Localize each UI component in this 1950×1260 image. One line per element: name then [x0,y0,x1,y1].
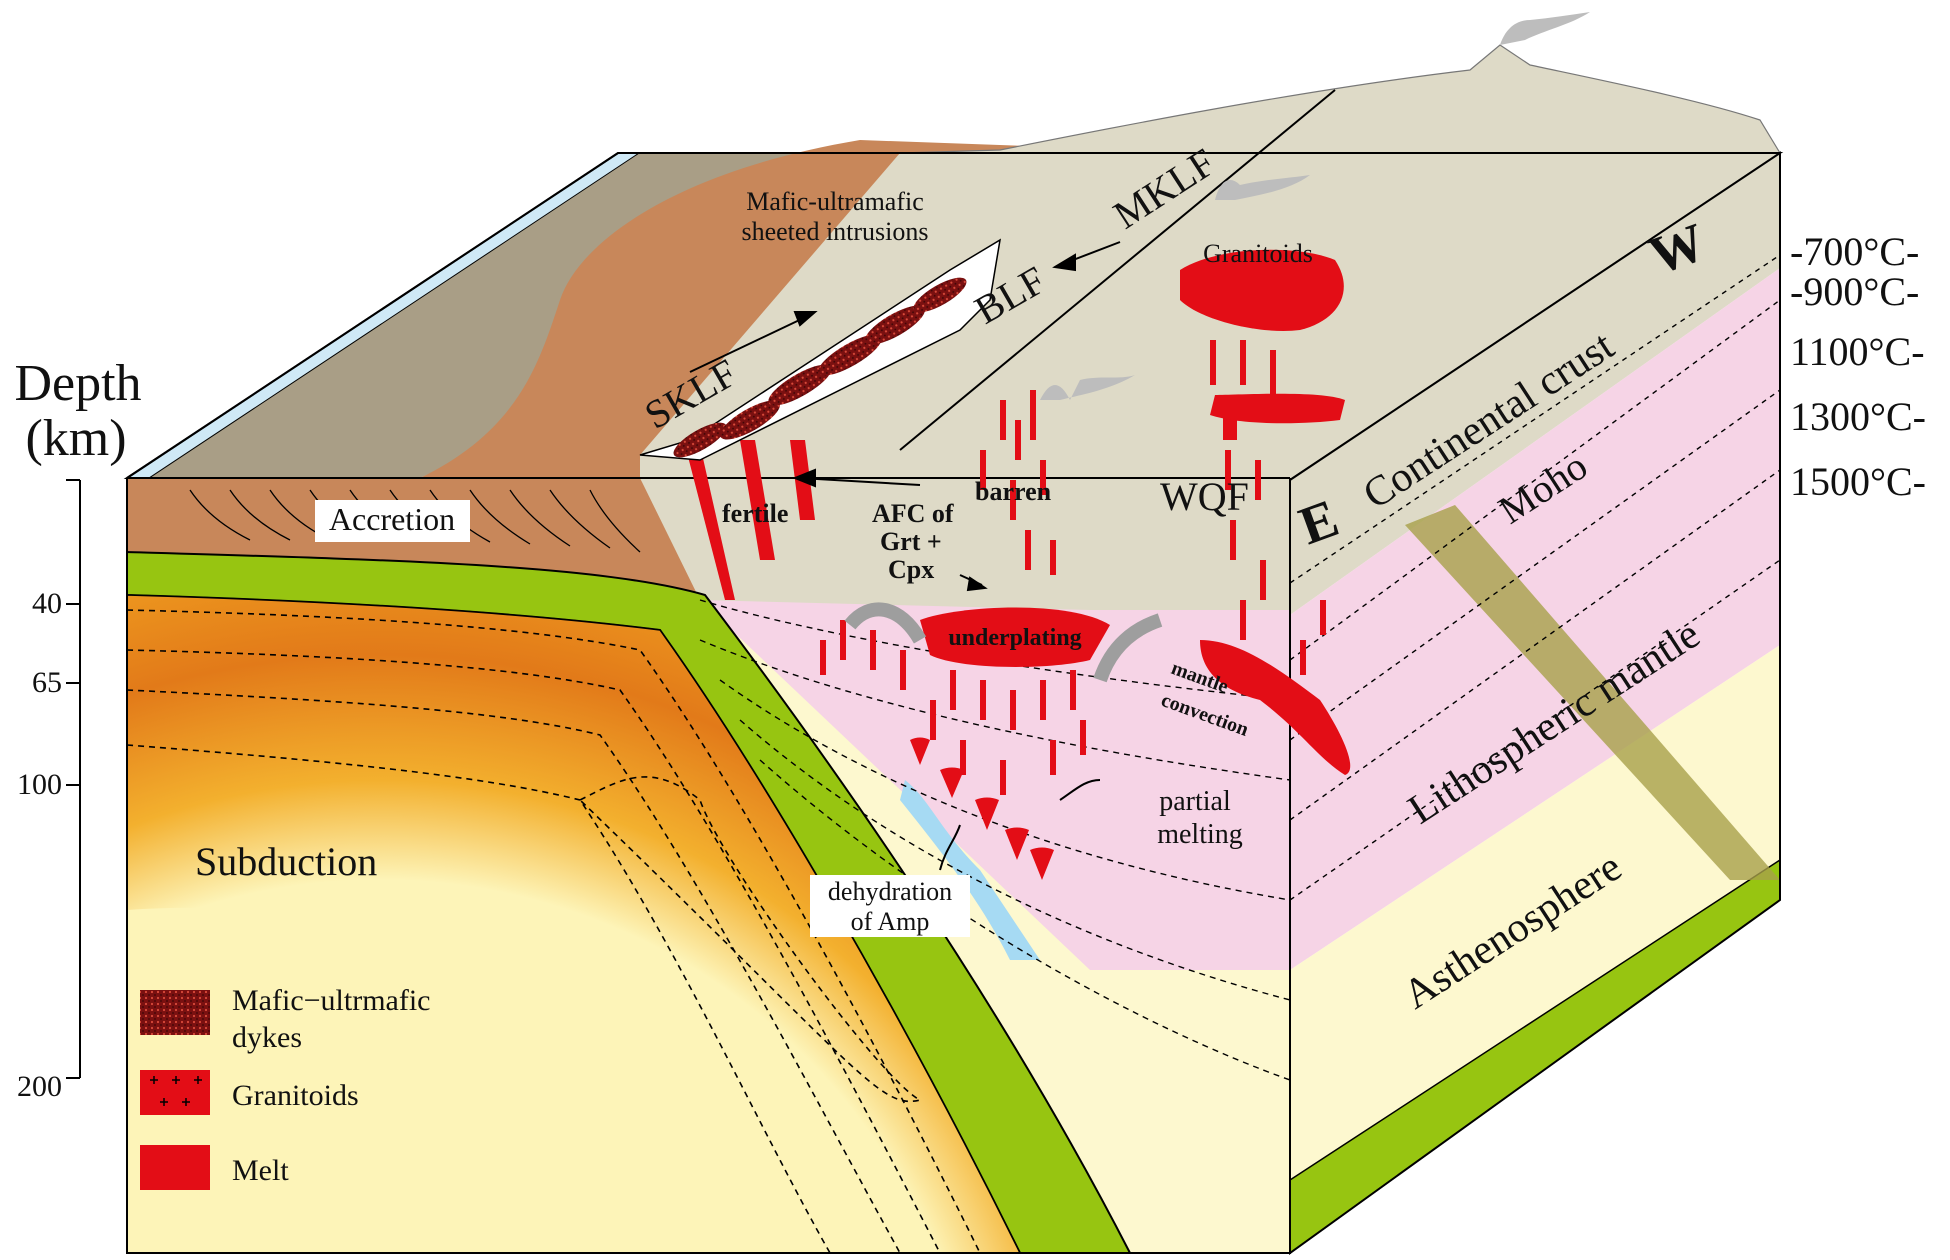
melt-veins [820,340,1326,795]
wqf-label: WQF [1160,474,1249,519]
volcano-plume-far [1500,12,1590,45]
slab-isotherm-lines [126,609,981,1254]
leader-lines [939,779,1101,871]
isotherm-labels: -700°C- -900°C- 1100°C- 1300°C- 1500°C- [1790,229,1926,504]
legend-symbol-melt [140,1145,210,1190]
isotherm-1100: 1100°C- [1790,329,1925,374]
mafic-dyke-ellipses [673,277,967,458]
subduction-label: Subduction [195,839,377,884]
depth-title: Depth [14,355,141,412]
dehydration-label-2: of Amp [851,907,930,936]
fertile-label: fertile [722,499,788,528]
side-isotherm-lines [1289,254,1781,901]
depth-tick-marks [66,479,80,1079]
underplating-label: underplating [948,625,1081,651]
depth-tick-40: 40 [32,587,62,620]
volcano-plume-central [1040,375,1135,400]
legend-label-melt: Melt [232,1154,289,1187]
underplating-body [920,607,1110,667]
convection-arrows [844,602,1163,683]
volcano-plume-east [1215,175,1310,200]
legend: Mafic−ultrmafic dykes Granitoids Melt [140,984,431,1190]
isotherm-1300: 1300°C- [1790,394,1926,439]
fault-arrows [689,241,1121,592]
melt-bodies [685,249,1351,880]
volcano-plumes [1040,12,1590,400]
depth-tick-200: 200 [17,1070,62,1103]
barren-label: barren [975,477,1052,506]
blf-fault-line [899,89,1336,451]
melt-sill-east [1210,393,1345,424]
legend-granitoid-crosses [150,1076,202,1106]
dipping-slab-band [1405,505,1780,880]
depth-tick-100: 100 [17,768,62,801]
depth-unit: (km) [25,410,126,467]
melt-plume-east [1200,640,1351,775]
partial-melting-label-1: partial [1159,786,1231,817]
side-face [1289,151,1781,1255]
legend-label-mafic-line1: Mafic−ultrmafic [232,984,431,1017]
afc-label-3: Cpx [888,555,934,584]
legend-symbol-mafic-dykes [140,990,210,1035]
afc-label-1: AFC of [872,499,954,528]
isotherm-1500: 1500°C- [1790,459,1926,504]
inner-slab-core [127,907,800,1253]
granitoid-pluton [1180,249,1344,331]
melt-droplets [910,737,1054,880]
accretion-label-box [315,500,470,542]
continent-far-upland [899,44,1782,154]
legend-label-granitoids: Granitoids [232,1079,359,1112]
mafic-intrusions-label-2: sheeted intrusions [741,217,928,246]
legend-label-mafic-line2: dykes [232,1021,302,1054]
mafic-sheeted-intrusion-block [639,238,1002,461]
mafic-intrusions-label-1: Mafic-ultramafic [746,187,924,216]
afc-label-2: Grt + [880,527,942,556]
legend-symbol-granitoids [140,1070,210,1115]
sheeted-intrusion-zone [639,238,1002,461]
isotherm-700: -700°C- [1790,229,1919,274]
depth-axis: Depth (km) 40 65 100 200 [14,355,141,1103]
dehydration-fluid [900,780,1040,960]
isotherm-900: -900°C- [1790,269,1919,314]
side-face-outline [1289,151,1781,1255]
lithospheric-mantle-front [700,600,1290,970]
partial-melting-label-2: melting [1157,819,1243,850]
granitoids-pluton-label: Granitoids [1203,239,1313,268]
dehydration-label-box [810,875,970,937]
crust-side [1290,153,1780,615]
dehydration-label-1: dehydration [828,877,952,906]
depth-tick-65: 65 [32,666,62,699]
accretion-label: Accretion [329,501,455,537]
